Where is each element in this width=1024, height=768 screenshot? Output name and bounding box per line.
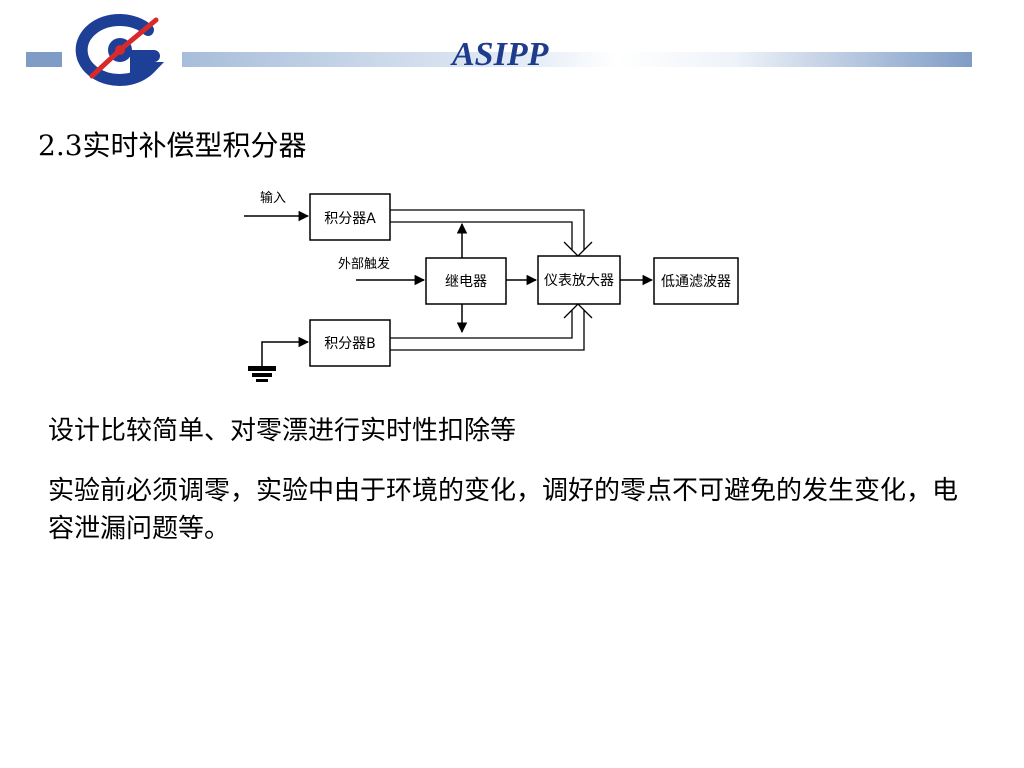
integrator-b-block: 积分器B	[309, 319, 391, 367]
lowpass-filter-label: 低通滤波器	[661, 274, 731, 290]
integrator-a-block: 积分器A	[309, 193, 391, 241]
b-to-amp-line-inner	[390, 310, 573, 339]
slide-header: ASIPP	[0, 0, 1024, 110]
paragraph-advantages: 设计比较简单、对零漂进行实时性扣除等	[48, 416, 517, 446]
integrator-block-diagram: 输入 积分器A 外部触发 继电器 仪表放大器 低通滤波器 积分器B	[244, 190, 739, 382]
ground-to-b-arrow	[261, 336, 310, 366]
header-band-left	[26, 52, 62, 67]
a-to-amp-line-inner	[390, 221, 573, 250]
b-to-amp-arrowhead	[563, 303, 593, 319]
a-to-amp-line-outer	[390, 209, 585, 250]
section-title: 2.3实时补偿型积分器	[38, 129, 307, 162]
a-to-amp-arrowhead	[563, 241, 593, 257]
input-label: 输入	[260, 190, 286, 206]
integrator-b-label: 积分器B	[324, 336, 376, 352]
lowpass-filter-block: 低通滤波器	[653, 257, 739, 305]
paragraph-drawbacks: 实验前必须调零，实验中由于环境的变化，调好的零点不可避免的发生变化，电容泄漏问题…	[48, 476, 959, 544]
relay-label: 继电器	[445, 274, 487, 290]
b-to-amp-line-outer	[390, 310, 585, 351]
header-band-right	[182, 52, 972, 67]
instrument-amp-label: 仪表放大器	[544, 273, 614, 289]
integrator-a-label: 积分器A	[324, 211, 376, 227]
trigger-label: 外部触发	[338, 256, 390, 272]
relay-block: 继电器	[425, 257, 507, 305]
brand-title: ASIPP	[452, 36, 549, 73]
asipp-logo-icon	[75, 13, 165, 86]
ground-icon	[248, 366, 276, 382]
instrument-amp-block: 仪表放大器	[537, 255, 621, 305]
